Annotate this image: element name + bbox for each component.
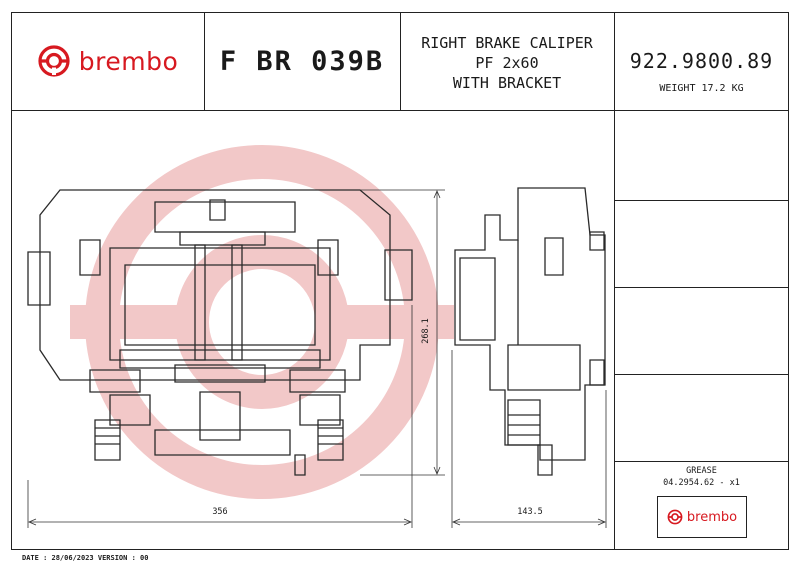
header-col-divider-3 <box>614 12 615 550</box>
product-description: RIGHT BRAKE CALIPER PF 2x60 WITH BRACKET <box>400 28 614 98</box>
header-col-divider-1 <box>204 12 205 110</box>
description-line-1: RIGHT BRAKE CALIPER <box>421 34 593 52</box>
side-row-divider-1 <box>614 200 789 201</box>
brand-logo: brembo <box>11 12 204 110</box>
side-row-divider-2 <box>614 287 789 288</box>
brand-name: brembo <box>78 46 179 76</box>
brembo-logo-icon <box>38 45 70 77</box>
weight-label: WEIGHT 17.2 KG <box>659 82 744 94</box>
dimension-width-front-label: 356 <box>212 507 228 517</box>
description-line-2: PF 2x60 <box>475 54 539 72</box>
caliper-front-view <box>27 189 413 476</box>
header-divider <box>11 110 789 111</box>
side-row-divider-4 <box>614 461 789 462</box>
product-code: F BR 039B <box>219 45 385 77</box>
brembo-watermark-icon <box>70 145 454 499</box>
side-row-divider-3 <box>614 374 789 375</box>
description-line-3: WITH BRACKET <box>452 74 562 92</box>
grease-label: GREASE <box>686 466 717 476</box>
footer-date-version: DATE : 28/06/2023 VERSION : 00 <box>22 554 149 562</box>
brembo-logo-small-icon <box>667 509 683 525</box>
grease-code: 04.2954.62 - x1 <box>663 478 740 488</box>
grease-brand-box: brembo <box>657 496 747 538</box>
part-number: 922.9800.89 <box>629 49 774 73</box>
dimension-lines <box>27 189 607 528</box>
dimension-width-side-label: 143.5 <box>517 507 543 517</box>
caliper-side-view <box>454 187 606 476</box>
dimension-height-label: 268.1 <box>421 318 431 344</box>
header-col-divider-2 <box>400 12 401 110</box>
grease-brand-name: brembo <box>686 509 738 525</box>
